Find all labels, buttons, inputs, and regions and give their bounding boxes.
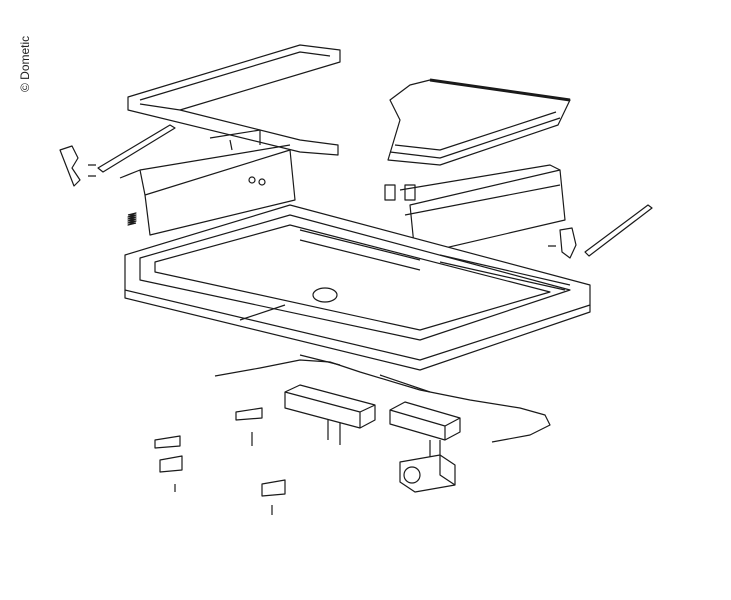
motor-unit <box>399 454 456 493</box>
control-unit-left <box>284 384 376 445</box>
right-hinge-arm <box>548 204 653 259</box>
blind-panel <box>387 78 571 166</box>
left-rail-assembly <box>119 129 296 236</box>
left-hinge-arm <box>59 124 176 187</box>
small-parts <box>154 407 286 515</box>
cable-harness <box>214 354 551 443</box>
spring-left <box>127 212 137 226</box>
base-frame <box>124 204 591 371</box>
top-frame-gasket <box>127 44 341 156</box>
right-rail-assembly <box>384 164 566 256</box>
control-unit-right <box>389 401 461 465</box>
